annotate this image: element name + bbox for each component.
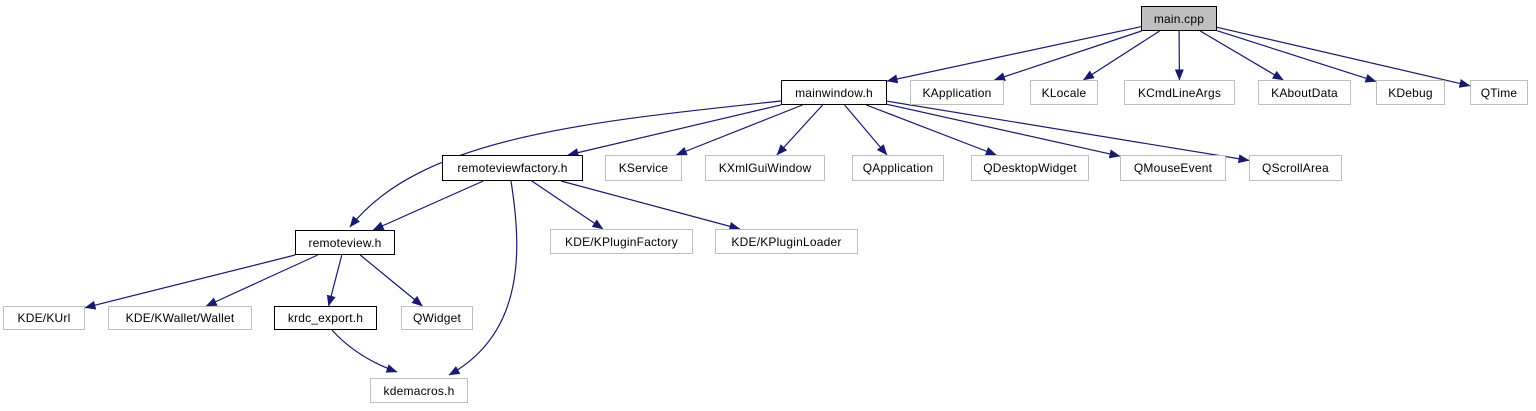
- node-qmouseevent: QMouseEvent: [1120, 155, 1226, 181]
- edge-remoteviewfactory-h-to-kde-kpluginfactory: [531, 180, 604, 230]
- edge-main-cpp-to-klocale: [1083, 30, 1160, 81]
- edge-main-cpp-to-mainwindow-h: [886, 26, 1142, 84]
- edge-remoteview-h-to-krdc-export-h: [326, 254, 343, 307]
- edge-remoteview-h-to-kde-kwallet-wallet: [205, 254, 318, 307]
- node-kapplication: KApplication: [910, 80, 1004, 105]
- edge-krdc-export-h-to-kdemacros-h: [331, 329, 398, 373]
- node-qwidget: QWidget: [401, 306, 473, 330]
- node-qapplication: QApplication: [852, 155, 944, 181]
- node-kde-kurl: KDE/KUrl: [3, 306, 85, 330]
- node-qtime: QTime: [1470, 80, 1528, 105]
- edge-mainwindow-h-to-qapplication: [844, 104, 888, 156]
- node-klocale: KLocale: [1030, 80, 1098, 105]
- node-kde-kpluginloader: KDE/KPluginLoader: [715, 229, 858, 254]
- edge-remoteviewfactory-h-to-kdemacros-h: [448, 180, 518, 376]
- node-kdebug: KDebug: [1376, 80, 1445, 105]
- node-kaboutdata: KAboutData: [1258, 80, 1351, 105]
- node-qscrollarea: QScrollArea: [1249, 155, 1342, 181]
- node-main-cpp[interactable]: main.cpp: [1141, 6, 1217, 31]
- node-krdc-export-h[interactable]: krdc_export.h: [274, 306, 377, 330]
- edge-mainwindow-h-to-kservice: [675, 104, 803, 156]
- edge-remoteview-h-to-kde-kurl: [84, 254, 296, 310]
- node-remoteview-h[interactable]: remoteview.h: [295, 230, 395, 255]
- edge-main-cpp-to-kapplication: [994, 30, 1142, 81]
- edge-mainwindow-h-to-qscrollarea: [886, 100, 1250, 164]
- node-mainwindow-h[interactable]: mainwindow.h: [781, 80, 887, 105]
- node-kde-kwallet-wallet: KDE/KWallet/Wallet: [108, 306, 252, 330]
- edge-remoteviewfactory-h-to-remoteview-h: [372, 180, 484, 231]
- node-kdemacros-h: kdemacros.h: [370, 378, 468, 403]
- edge-mainwindow-h-to-remoteviewfactory-h: [567, 104, 782, 157]
- node-qdesktopwidget: QDesktopWidget: [971, 155, 1089, 181]
- edges-group: [84, 26, 1471, 376]
- node-kservice: KService: [605, 155, 682, 181]
- node-kxmlguiwindow: KXmlGuiWindow: [705, 155, 825, 181]
- node-kde-kpluginfactory: KDE/KPluginFactory: [550, 229, 693, 254]
- edge-main-cpp-to-kaboutdata: [1199, 30, 1284, 81]
- edge-mainwindow-h-to-qdesktopwidget: [866, 104, 997, 156]
- edge-remoteviewfactory-h-to-kde-kpluginloader: [560, 180, 741, 231]
- edge-remoteview-h-to-qwidget: [359, 254, 423, 307]
- node-remoteviewfactory-h[interactable]: remoteviewfactory.h: [442, 155, 583, 181]
- node-kcmdlineargs: KCmdLineArgs: [1124, 80, 1235, 105]
- edge-mainwindow-h-to-qmouseevent: [886, 103, 1121, 159]
- edge-mainwindow-h-to-remoteview-h: [349, 100, 782, 228]
- edge-main-cpp-to-kdebug: [1216, 30, 1377, 83]
- edge-mainwindow-h-to-kxmlguiwindow: [776, 104, 824, 156]
- edge-main-cpp-to-qtime: [1216, 26, 1471, 88]
